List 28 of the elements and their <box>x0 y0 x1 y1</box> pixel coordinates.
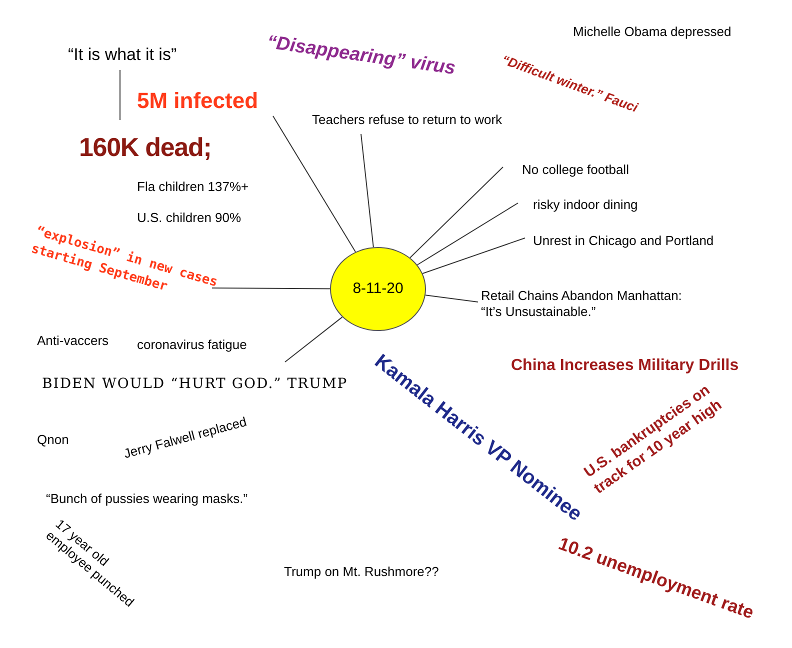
note-text: Fla children 137%+ <box>137 178 249 196</box>
topic-text: coronavirus fatigue <box>137 335 247 354</box>
connector-line <box>360 134 374 248</box>
note-text: “Bunch of pussies wearing masks.” <box>46 490 248 508</box>
note-text: Jerry Falwell replaced <box>122 412 249 464</box>
topic-text: “It is what it is” <box>68 42 177 68</box>
note-text: BIDEN WOULD “HURT GOD.” TRUMP <box>42 375 348 394</box>
topic-text: risky indoor dining <box>533 195 638 214</box>
topic-text: 5M infected <box>137 84 258 117</box>
note-text: Anti-vaccers <box>37 332 109 350</box>
note-text: U.S. children 90% <box>137 209 242 227</box>
topic-text: Unrest in Chicago and Portland <box>533 231 714 250</box>
connector-line <box>416 202 518 266</box>
note-text: Michelle Obama depressed <box>573 23 732 41</box>
topic-text: 160K dead; <box>79 128 212 167</box>
date-ellipse: 8-11-20 <box>330 247 426 331</box>
connector-line <box>424 294 478 302</box>
connector-line <box>272 116 356 252</box>
note-text: China Increases Military Drills <box>511 356 739 376</box>
topic-text: Retail Chains Abandon Manhattan: “It’s Unsustainable.” <box>481 288 696 320</box>
note-text: Trump on Mt. Rushmore?? <box>284 563 439 581</box>
connector-line <box>410 166 504 258</box>
note-text: Qnon <box>37 431 69 449</box>
connector-line <box>212 288 330 290</box>
topic-text: Teachers refuse to return to work <box>312 110 502 130</box>
connector-line <box>422 238 526 274</box>
connector-line <box>284 316 343 362</box>
topic-text: No college football <box>522 160 629 180</box>
